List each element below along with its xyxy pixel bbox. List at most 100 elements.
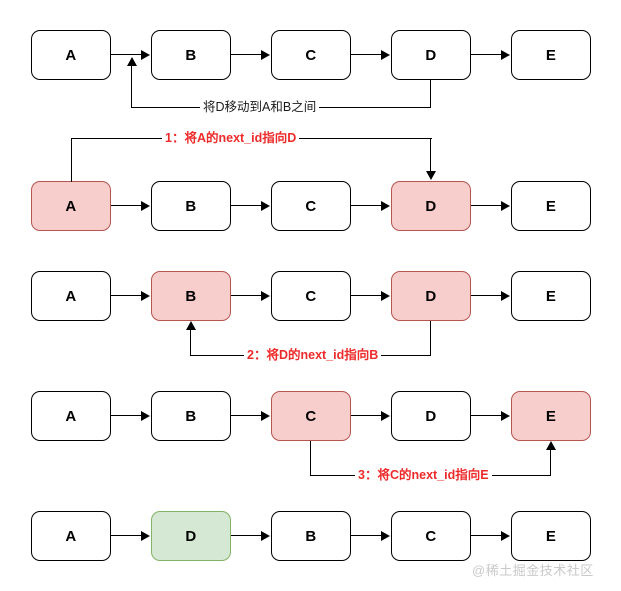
arrowhead-r3-b-c <box>261 291 270 301</box>
node-label: A <box>65 46 77 64</box>
node-label: C <box>305 287 317 305</box>
edge-r1-b-c <box>231 54 262 56</box>
arrowhead-r1-b-c <box>261 50 270 60</box>
node-r4-e[interactable]: E <box>511 391 591 441</box>
node-label: A <box>65 407 77 425</box>
edge-r3-c-d <box>351 295 382 297</box>
arrowhead-step2 <box>186 321 196 330</box>
edge-r5-d-b <box>231 535 262 537</box>
arrowhead-r1-c-d <box>381 50 390 60</box>
node-label: B <box>185 197 197 215</box>
annotation-step-3: 3：将C的next_id指向E <box>355 469 492 482</box>
node-r3-e[interactable]: E <box>511 271 591 321</box>
node-label: A <box>65 287 77 305</box>
node-r2-e[interactable]: E <box>511 181 591 231</box>
edge-r3-b-c <box>231 295 262 297</box>
node-r2-a[interactable]: A <box>31 181 111 231</box>
arrowhead-step3 <box>546 441 556 450</box>
node-r3-c[interactable]: C <box>271 271 351 321</box>
edge-r1-a-b <box>111 54 142 56</box>
edge-step2-right-vertical <box>430 321 432 356</box>
node-r2-c[interactable]: C <box>271 181 351 231</box>
node-label: E <box>545 46 557 64</box>
annotation-step-1: 1：将A的next_id指向D <box>162 132 300 145</box>
annotation-step-2: 2：将D的next_id指向B <box>244 349 382 362</box>
node-label: C <box>305 407 317 425</box>
node-label: A <box>65 197 77 215</box>
node-label: E <box>545 197 557 215</box>
node-r3-d[interactable]: D <box>391 271 471 321</box>
edge-r2-d-e <box>471 205 502 207</box>
node-label: E <box>545 287 557 305</box>
arrowhead-r4-a-b <box>141 411 150 421</box>
arrowhead-r5-c-e <box>501 531 510 541</box>
edge-r4-c-d <box>351 415 382 417</box>
annotation-move-d: 将D移动到A和B之间 <box>200 101 320 114</box>
node-label: E <box>545 527 557 545</box>
edge-r3-d-e <box>471 295 502 297</box>
arrowhead-r1-d-e <box>501 50 510 60</box>
node-label: D <box>185 527 197 545</box>
node-r1-c[interactable]: C <box>271 30 351 80</box>
node-r4-a[interactable]: A <box>31 391 111 441</box>
edge-r2-c-d <box>351 205 382 207</box>
edge-r2-a-b <box>111 205 142 207</box>
node-r1-e[interactable]: E <box>511 30 591 80</box>
node-label: D <box>425 287 437 305</box>
node-label: C <box>425 527 437 545</box>
arrowhead-r4-b-c <box>261 411 270 421</box>
arrowhead-r3-c-d <box>381 291 390 301</box>
node-r5-b[interactable]: B <box>271 511 351 561</box>
arrowhead-r2-a-b <box>141 201 150 211</box>
edge-step1-left-vertical <box>71 138 73 182</box>
node-r2-b[interactable]: B <box>151 181 231 231</box>
node-r2-d[interactable]: D <box>391 181 471 231</box>
edge-r4-a-b <box>111 415 142 417</box>
arrowhead-r2-d-e <box>501 201 510 211</box>
arrowhead-r1-a-b <box>141 50 150 60</box>
edge-r5-c-e <box>471 535 502 537</box>
node-r5-a[interactable]: A <box>31 511 111 561</box>
node-label: D <box>425 46 437 64</box>
node-label: B <box>185 287 197 305</box>
node-label: E <box>545 407 557 425</box>
arrowhead-r3-a-b <box>141 291 150 301</box>
arrowhead-r1-move <box>127 57 137 66</box>
node-r3-a[interactable]: A <box>31 271 111 321</box>
arrowhead-r4-c-d <box>381 411 390 421</box>
edge-r5-a-d <box>111 535 142 537</box>
node-r1-a[interactable]: A <box>31 30 111 80</box>
node-r4-d[interactable]: D <box>391 391 471 441</box>
edge-r4-d-e <box>471 415 502 417</box>
node-r5-e[interactable]: E <box>511 511 591 561</box>
node-r4-b[interactable]: B <box>151 391 231 441</box>
node-r5-c[interactable]: C <box>391 511 471 561</box>
node-label: D <box>425 197 437 215</box>
node-r4-c[interactable]: C <box>271 391 351 441</box>
arrowhead-r2-b-c <box>261 201 270 211</box>
edge-r1-d-e <box>471 54 502 56</box>
node-r5-d[interactable]: D <box>151 511 231 561</box>
arrowhead-r3-d-e <box>501 291 510 301</box>
edge-r5-b-c <box>351 535 382 537</box>
node-r3-b[interactable]: B <box>151 271 231 321</box>
node-label: B <box>305 527 317 545</box>
arrowhead-step1 <box>426 171 436 180</box>
node-r1-d[interactable]: D <box>391 30 471 80</box>
edge-step1-right-vertical <box>430 138 432 172</box>
arrowhead-r5-b-c <box>381 531 390 541</box>
arrowhead-r4-d-e <box>501 411 510 421</box>
edge-step2-left-vertical <box>190 327 192 356</box>
edge-step3-right-vertical <box>550 447 552 476</box>
node-label: C <box>305 46 317 64</box>
edge-r1-move-left-vertical <box>131 62 133 108</box>
edge-r1-c-d <box>351 54 382 56</box>
node-label: B <box>185 46 197 64</box>
node-label: D <box>425 407 437 425</box>
edge-step3-left-vertical <box>310 441 312 476</box>
watermark: @稀土掘金技术社区 <box>472 563 594 578</box>
edge-r3-a-b <box>111 295 142 297</box>
node-r1-b[interactable]: B <box>151 30 231 80</box>
edge-r4-b-c <box>231 415 262 417</box>
